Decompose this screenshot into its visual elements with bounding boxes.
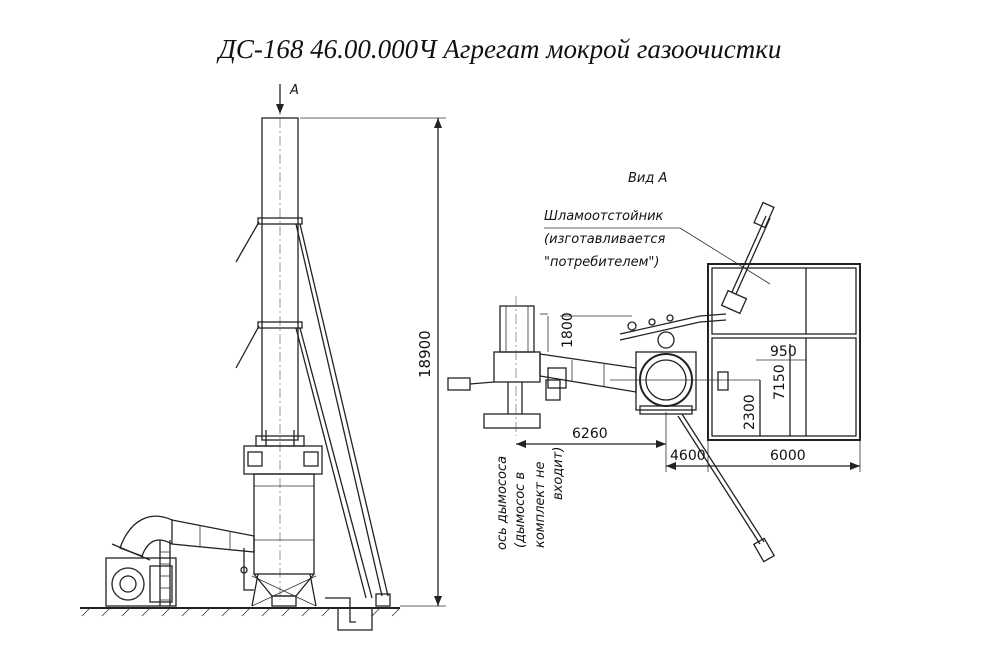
dimension-1800: 1800 (560, 312, 576, 348)
fan-wheel (111, 567, 145, 601)
guy-anchor (752, 537, 776, 563)
anchor-block (375, 593, 391, 607)
guy-wire-plan (681, 413, 765, 543)
drawing-title: ДС-168 46.00.000Ч Агрегат мокрой газоочи… (218, 34, 782, 64)
guy-wire (299, 327, 373, 599)
head-bracket (303, 451, 319, 467)
dimension-6000: 6000 (770, 448, 806, 464)
scrubber-frame (635, 351, 697, 411)
drain-pit (337, 608, 373, 631)
venturi-duct (171, 519, 255, 553)
dimension-2300: 2300 (742, 394, 758, 430)
guy-wire (235, 325, 260, 369)
guy-anchor (753, 201, 775, 229)
sludge-tank (707, 263, 861, 441)
guy-wire (295, 327, 367, 599)
guy-anchor (447, 377, 471, 391)
fan-axis-note-line: входит) (551, 447, 566, 500)
fan-plan (493, 351, 541, 383)
dimension-7150: 7150 (772, 364, 788, 400)
vessel-cone (253, 573, 315, 597)
drain-line (243, 548, 254, 591)
sludge-note-line: (изготавливается (544, 232, 666, 247)
venturi-plan (539, 353, 637, 393)
fan-axis-note-line: комплект не (533, 462, 548, 548)
drain-pipe (325, 597, 356, 623)
fan-housing (105, 557, 177, 607)
guy-wire (295, 223, 383, 597)
view-label: Вид А (628, 171, 667, 186)
dimension-950: 950 (770, 344, 797, 360)
view-mark: А (289, 83, 299, 98)
guy-wire (235, 221, 260, 263)
stack-band-upper (257, 217, 303, 225)
support-leg (251, 573, 259, 607)
plan-view: Вид А Шламоотстойник (изготавливается "п… (447, 171, 861, 563)
slurry-pipe (619, 313, 727, 335)
fan-axis-note-line: ось дымососа (495, 456, 510, 550)
sludge-note-line: "потребителем") (544, 255, 659, 270)
dimension-4600: 4600 (670, 448, 706, 464)
ground-hatch (81, 607, 401, 617)
guy-wire (299, 223, 389, 597)
fan-axis-note-line: (дымосос в (513, 472, 528, 548)
fan-motor (499, 305, 535, 353)
guy-wire-plan (731, 215, 767, 293)
dimension-6260: 6260 (572, 426, 608, 442)
guy-wire-plan (469, 381, 495, 385)
sludge-note-line: Шламоотстойник (544, 209, 664, 224)
stack-band-lower (257, 321, 303, 329)
head-bracket (247, 451, 263, 467)
scrubber-head (243, 445, 323, 475)
support-leg (309, 573, 317, 607)
side-elevation: А 18900 (80, 83, 446, 631)
note-leader (679, 227, 771, 285)
scrubber-vessel (253, 473, 315, 575)
view-arrow-head (276, 104, 284, 114)
height-dimension: 18900 (416, 330, 434, 378)
